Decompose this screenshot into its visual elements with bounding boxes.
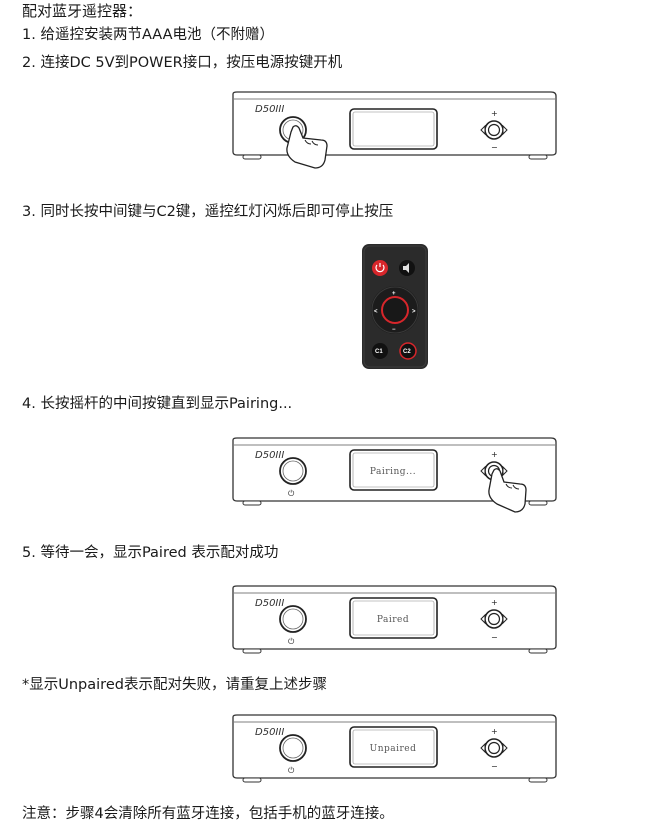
svg-text:−: − <box>491 762 498 771</box>
power-icon: ⏻ <box>288 766 295 775</box>
step-5: 5. 等待一会，显示Paired 表示配对成功 <box>22 545 279 561</box>
remote-c2-button: C2 <box>399 342 417 360</box>
step-3: 3. 同时长按中间键与C2键，遥控红灯闪烁后即可停止按压 <box>22 204 394 220</box>
footer-note: 注意：步骤4会清除所有蓝牙连接，包括手机的蓝牙连接。 <box>22 806 394 822</box>
device-illustration-pairing: D50III ⏻ Pairing... + <box>229 436 560 513</box>
remote-left: < <box>374 309 378 315</box>
svg-text:C1: C1 <box>375 349 383 355</box>
knob-icon: + − <box>480 598 508 642</box>
knob-icon: + − <box>480 727 508 771</box>
device-illustration-paired: D50III ⏻ Paired + − <box>229 584 560 654</box>
pointing-hand-icon <box>488 468 527 513</box>
svg-text:C2: C2 <box>403 349 411 355</box>
svg-text:+: + <box>491 109 498 118</box>
power-icon: ⏻ <box>288 489 295 498</box>
step-2: 2. 连接DC 5V到POWER接口，按压电源按键开机 <box>22 55 343 71</box>
remote-dpad: + − < > <box>371 286 419 334</box>
remote-plus: + <box>392 291 396 297</box>
svg-text:D50III: D50III <box>255 450 284 461</box>
model-label: D50III <box>255 104 284 115</box>
device-illustration-power-on: D50III + − <box>229 90 560 169</box>
svg-text:+: + <box>491 727 498 736</box>
device-illustration-unpaired: D50III ⏻ Unpaired + − <box>229 713 560 783</box>
step-4: 4. 长按摇杆的中间按键直到显示Pairing... <box>22 396 293 412</box>
remote-mute-button <box>399 260 415 276</box>
power-icon: ⏻ <box>288 637 295 646</box>
remote-minus: − <box>392 327 396 333</box>
pointing-hand-icon <box>286 125 328 169</box>
remote-illustration: + − < > C1 C2 <box>361 243 429 370</box>
knob-icon: + − <box>480 109 508 152</box>
screen-text: Pairing... <box>370 467 416 477</box>
screen-text: Paired <box>377 615 409 625</box>
remote-c1-button: C1 <box>372 343 388 359</box>
page-title: 配对蓝牙遥控器： <box>22 2 143 20</box>
svg-text:D50III: D50III <box>255 727 284 738</box>
svg-text:−: − <box>491 143 498 152</box>
svg-text:−: − <box>491 633 498 642</box>
remote-right: > <box>412 309 416 315</box>
remote-power-button <box>372 260 388 276</box>
unpaired-note: *显示Unpaired表示配对失败，请重复上述步骤 <box>22 677 327 693</box>
step-1: 1. 给遥控安装两节AAA电池（不附赠） <box>22 27 275 43</box>
screen-text: Unpaired <box>370 744 417 754</box>
svg-text:+: + <box>491 598 498 607</box>
svg-text:D50III: D50III <box>255 598 284 609</box>
svg-text:+: + <box>491 450 498 459</box>
